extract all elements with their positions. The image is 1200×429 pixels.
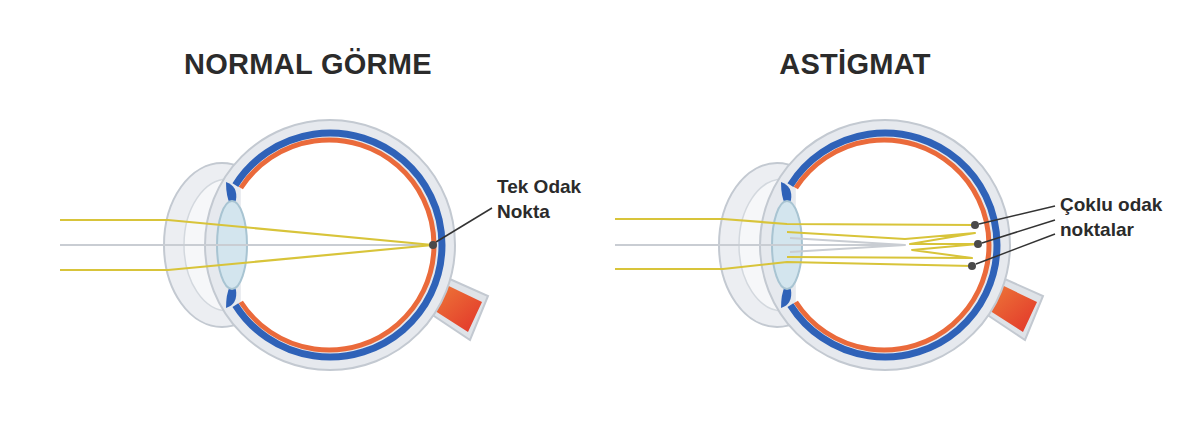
light-rays [60,220,433,270]
label-slot: ASTİGMAT [705,48,1005,81]
label-slot: Çoklu odak noktalar [1060,193,1196,242]
light-rays [615,219,978,269]
leader-line [436,208,492,242]
callout-label: Tek Odak Nokta [497,175,615,224]
focal-point [429,241,437,249]
label-slot: Tek Odak Nokta [497,175,615,224]
heading: NORMAL GÖRME [158,48,458,81]
heading: ASTİGMAT [705,48,1005,81]
leader-line [976,206,1055,264]
callout-label: Çoklu odak noktalar [1060,193,1196,242]
label-slot: NORMAL GÖRME [158,48,458,81]
